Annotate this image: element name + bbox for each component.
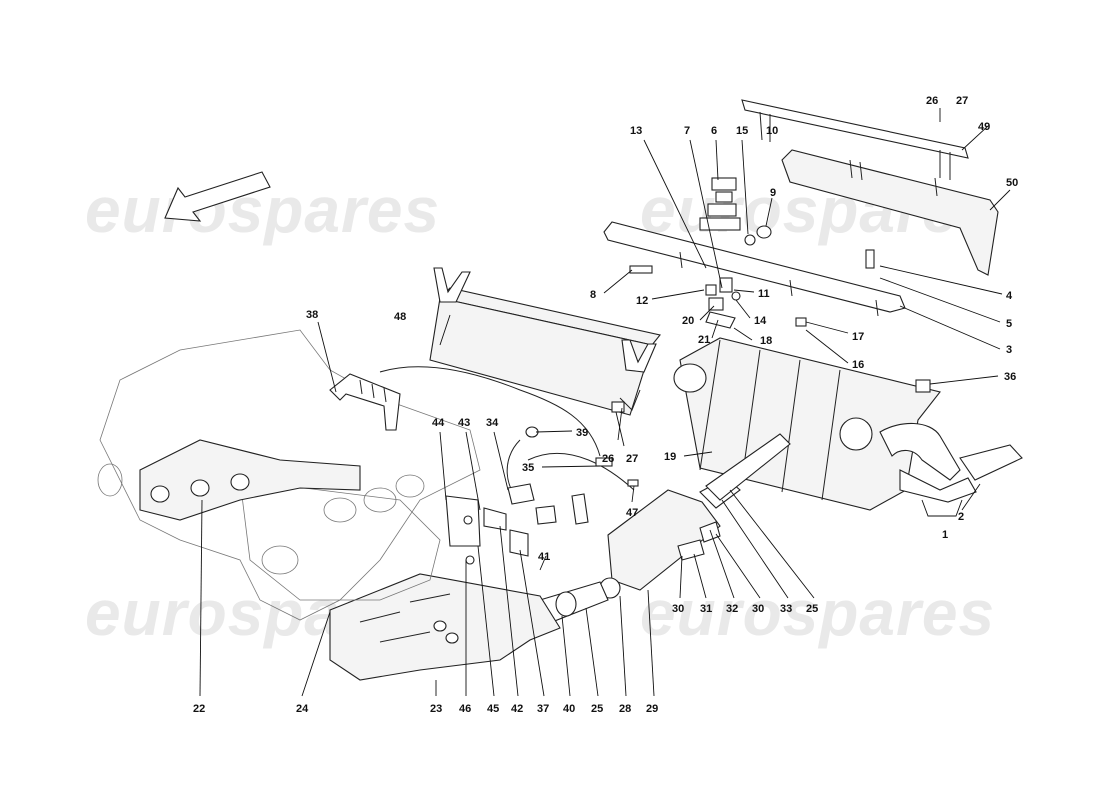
callout-45: 45 [487,703,499,715]
callout-34: 34 [486,417,499,429]
nut-16 [795,317,807,327]
watermark-bottom-right: eurospares [640,577,995,649]
callout-43: 43 [458,417,470,429]
callout-14: 14 [754,315,767,327]
callout-20: 20 [682,315,694,327]
callout-29: 29 [646,703,658,715]
callout-47: 47 [626,507,638,519]
upper-heat-shield [741,99,999,276]
engine-block-outline [97,329,481,621]
callout-16: 16 [852,359,864,371]
lambda-sensor-assembly [379,366,639,565]
callout-30a: 30 [672,603,684,615]
callout-40: 40 [563,703,575,715]
callout-33: 33 [780,603,792,615]
callout-48: 48 [394,311,406,323]
callout-3: 3 [1006,344,1012,356]
callout-41: 41 [538,551,550,563]
callout-1: 1 [942,529,948,541]
callout-27a: 27 [956,95,968,107]
callout-26a: 26 [926,95,938,107]
direction-arrow-icon [164,171,271,222]
catalytic-heat-shield [429,267,661,416]
callout-8: 8 [590,289,596,301]
callout-49: 49 [978,121,990,133]
exhaust-manifold-left [139,439,361,521]
callout-35: 35 [522,462,534,474]
callout-32: 32 [726,603,738,615]
callout-24: 24 [296,703,309,715]
callout-2: 2 [958,511,964,523]
callout-17: 17 [852,331,864,343]
callout-39: 39 [576,427,588,439]
leader-lines [199,108,1011,697]
callout-31: 31 [700,603,712,615]
callout-28: 28 [619,703,631,715]
callout-42: 42 [511,703,523,715]
callout-22: 22 [193,703,205,715]
callout-27b: 27 [626,453,638,465]
catalytic-converter [539,433,791,623]
callout-11: 11 [758,288,770,300]
callout-labels: 26 27 49 13 7 6 15 10 9 50 8 12 11 4 48 … [193,95,1018,715]
callout-9: 9 [770,187,776,199]
bracket-38 [329,373,401,431]
callout-37: 37 [537,703,549,715]
callout-25b: 25 [591,703,603,715]
callout-38: 38 [306,309,318,321]
bolt-5 [865,249,875,269]
callout-19: 19 [664,451,676,463]
callout-18: 18 [760,335,772,347]
callout-4: 4 [1006,290,1013,302]
callout-46: 46 [459,703,471,715]
callout-21: 21 [698,334,710,346]
callout-7: 7 [684,125,690,137]
callout-25a: 25 [806,603,818,615]
callout-30b: 30 [752,603,764,615]
callout-5: 5 [1006,318,1012,330]
callout-6: 6 [711,125,717,137]
exhaust-manifold-lower [329,573,561,681]
callout-50: 50 [1006,177,1018,189]
callout-13: 13 [630,125,642,137]
callout-15: 15 [736,125,748,137]
callout-36: 36 [1004,371,1016,383]
callout-23: 23 [430,703,442,715]
callout-12: 12 [636,295,648,307]
callout-26b: 26 [602,453,614,465]
callout-44: 44 [432,417,445,429]
callout-10: 10 [766,125,778,137]
